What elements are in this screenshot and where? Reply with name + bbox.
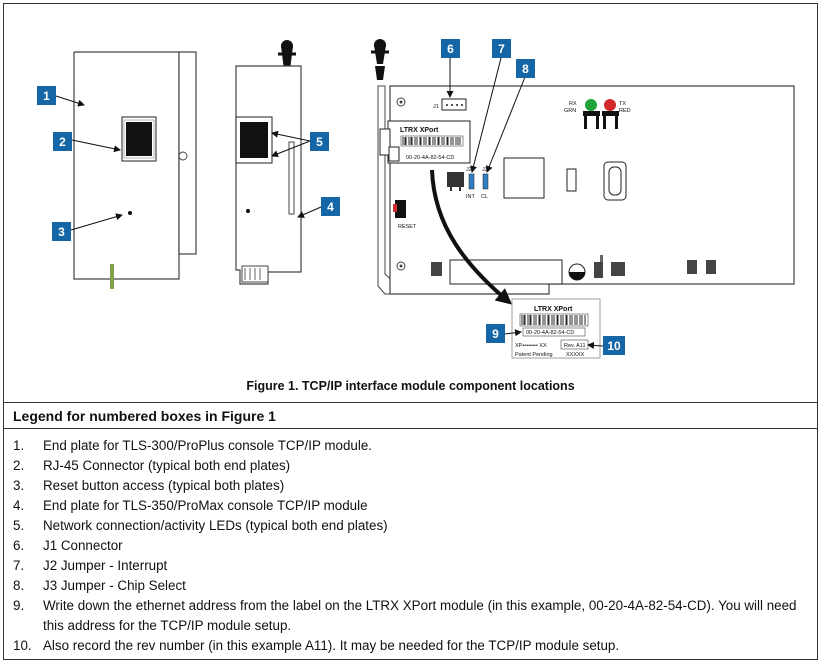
callout-8: 8 — [516, 59, 535, 78]
svg-text:9: 9 — [492, 327, 499, 341]
detail-mac: 00-20-4A-82-54-CD — [526, 330, 574, 336]
callout-6: 6 — [441, 39, 460, 58]
legend-item: 2.RJ-45 Connector (typical both end plat… — [13, 458, 291, 473]
callout-5: 5 — [310, 132, 329, 151]
xport-brand-label: LTRX XPort — [400, 127, 439, 134]
document-frame: LTRX XPort 00-20-4A-82-54-CD J1 J2 J3 I — [3, 3, 818, 660]
reset-hole — [128, 211, 132, 215]
svg-text:2: 2 — [59, 135, 66, 149]
svg-text:5: 5 — [316, 135, 323, 149]
j1-connector — [441, 98, 467, 111]
detail-patent: Patent Pending — [515, 352, 553, 358]
red-label: RED — [619, 108, 631, 114]
figure-caption: Figure 1. TCP/IP interface module compon… — [246, 379, 575, 393]
callout-10: 10 — [603, 336, 625, 355]
int-label: INT — [466, 194, 476, 200]
j3-label: J3 — [482, 167, 488, 173]
j1-label: J1 — [433, 104, 439, 110]
svg-text:6: 6 — [447, 42, 454, 56]
svg-text:1: 1 — [43, 89, 50, 103]
svg-text:3: 3 — [58, 225, 65, 239]
legend-item: 1.End plate for TLS-300/ProPlus console … — [13, 438, 372, 453]
xport-label-detail: LTRX XPort 00-20-4A-82-54-CD XP•••••••• … — [511, 298, 601, 359]
legend-item: 7.J2 Jumper - Interrupt — [13, 558, 168, 573]
j2-jumper — [468, 173, 475, 190]
figure-1: LTRX XPort 00-20-4A-82-54-CD J1 J2 J3 I — [4, 4, 817, 402]
svg-text:7: 7 — [498, 42, 505, 56]
legend-item: 5.Network connection/activity LEDs (typi… — [13, 518, 388, 533]
callout-9: 9 — [486, 324, 505, 343]
rx-led — [585, 99, 597, 111]
end-plate-tls300 — [73, 51, 197, 289]
grn-label: GRN — [564, 108, 576, 114]
end-plate-tls350 — [235, 40, 302, 285]
cl-label: CL — [481, 194, 488, 200]
legend-header: Legend for numbered boxes in Figure 1 — [4, 402, 817, 429]
legend-item: 6.J1 Connector — [13, 538, 123, 553]
legend-title: Legend for numbered boxes in Figure 1 — [13, 408, 276, 424]
callout-2: 2 — [53, 132, 72, 151]
callout-4: 4 — [321, 197, 340, 216]
tx-led — [604, 99, 616, 111]
callout-7: 7 — [492, 39, 511, 58]
callout-1: 1 — [37, 86, 56, 105]
detail-patent-code: XXXXX — [566, 352, 585, 358]
svg-text:10: 10 — [607, 339, 621, 353]
svg-text:8: 8 — [522, 62, 529, 76]
legend-item: 10.Also record the rev number (in this e… — [13, 638, 620, 653]
legend-item: 8.J3 Jumper - Chip Select — [13, 578, 186, 593]
detail-part: XP•••••••• XX — [515, 343, 547, 349]
rx-label: RX — [569, 101, 577, 107]
detail-rev: Rev. A11 — [564, 343, 586, 349]
tx-label: TX — [619, 101, 626, 107]
j2-label: J2 — [466, 167, 472, 173]
label-detail-arrow — [430, 169, 513, 305]
callout-3: 3 — [52, 222, 71, 241]
reset-button — [395, 200, 406, 218]
detail-brand: LTRX XPort — [534, 306, 573, 313]
component-diagram: LTRX XPort 00-20-4A-82-54-CD J1 J2 J3 I — [37, 39, 795, 359]
legend-list: 1.End plate for TLS-300/ProPlus console … — [13, 436, 808, 656]
legend-item: 9.Write down the ethernet address from t… — [13, 598, 797, 633]
xport-barcode — [400, 135, 464, 147]
xport-mac-label: 00-20-4A-82-54-CD — [406, 155, 454, 161]
svg-text:4: 4 — [327, 200, 334, 214]
reset-label: RESET — [398, 224, 417, 230]
j3-jumper — [482, 173, 489, 190]
tcp-ip-board: LTRX XPort 00-20-4A-82-54-CD J1 J2 J3 I — [371, 39, 795, 295]
legend-item: 4.End plate for TLS-350/ProMax console T… — [13, 498, 368, 513]
legend-item: 3.Reset button access (typical both plat… — [13, 478, 285, 493]
